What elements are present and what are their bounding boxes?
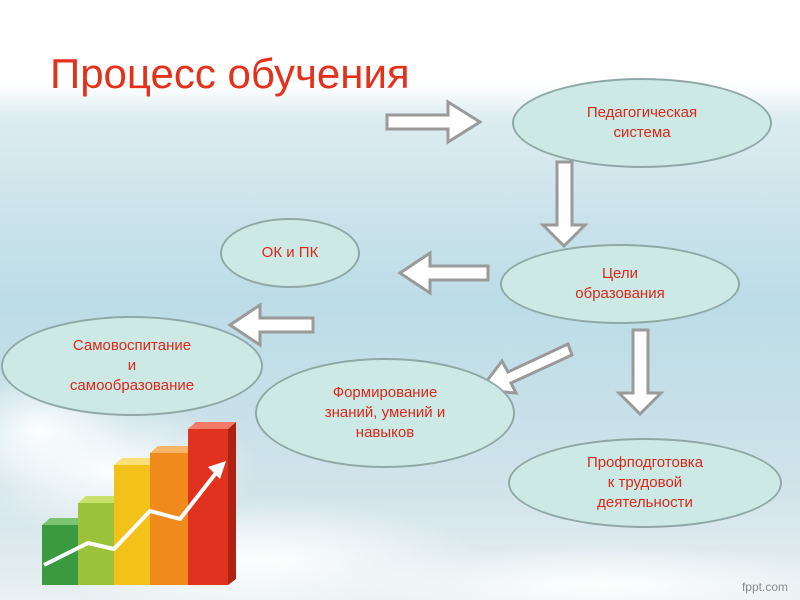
node-pedagogical-system: Педагогическая система xyxy=(512,78,772,168)
node-label: Профподготовка к трудовой деятельности xyxy=(586,454,704,511)
node-label: Формирование знаний, умений и навыков xyxy=(324,384,446,441)
node-ok-pk: ОК и ПК xyxy=(220,218,360,288)
slide-title: Процесс обучения xyxy=(50,50,410,97)
node-skills-formation: Формирование знаний, умений и навыков xyxy=(255,358,515,468)
node-professional-training: Профподготовка к трудовой деятельности xyxy=(508,438,782,528)
node-education-goals: Цели образования xyxy=(500,244,740,324)
growth-chart-icon xyxy=(42,422,236,585)
node-label: ОК и ПК xyxy=(261,244,319,261)
node-label: Педагогическая система xyxy=(586,104,698,141)
watermark: fppt.com xyxy=(741,580,788,594)
node-self-education: Самовоспитание и самообразование xyxy=(1,316,263,416)
node-label: Самовоспитание и самообразование xyxy=(69,337,195,394)
node-label: Цели образования xyxy=(575,265,665,302)
